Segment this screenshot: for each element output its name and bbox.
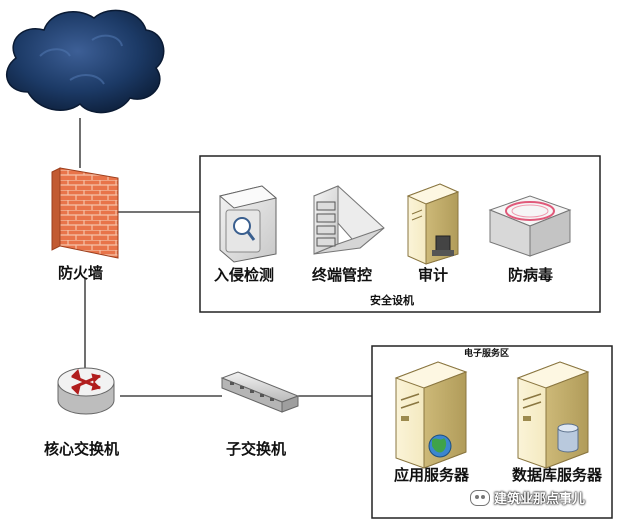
antivirus-icon [488, 195, 572, 257]
connections [79, 118, 372, 397]
core-switch-icon [57, 367, 115, 415]
security-item-audit: 审计 [418, 266, 449, 284]
watermark-text: 建筑业那点事儿 [494, 492, 586, 507]
firewall-label: 防火墙 [58, 264, 104, 282]
database-icon [557, 423, 579, 453]
firewall-icon [51, 167, 119, 259]
server-item-database: 数据库服务器 [512, 466, 603, 484]
security-group-title: 安全设机 [370, 294, 414, 307]
security-item-terminal-control: 终端管控 [312, 266, 373, 284]
security-item-antivirus: 防病毒 [508, 266, 554, 284]
terminal-control-icon [313, 185, 385, 255]
internet-cloud-icon [6, 9, 165, 114]
security-group-box [199, 155, 601, 313]
security-item-intrusion-detection: 入侵检测 [214, 266, 275, 284]
server-group-title: 电子服务区 [464, 349, 510, 359]
audit-icon [406, 183, 460, 265]
core-switch-label: 核心交换机 [44, 440, 120, 458]
watermark: 建筑业那点事儿 [470, 488, 585, 507]
sub-switch-icon [220, 371, 300, 413]
globe-icon [428, 434, 452, 458]
server-item-application: 应用服务器 [394, 466, 470, 484]
sub-switch-label: 子交换机 [226, 440, 287, 458]
intrusion-detection-icon [218, 185, 278, 263]
wechat-icon [470, 489, 490, 506]
database-server-icon [516, 361, 590, 469]
server-group-box [371, 345, 613, 519]
